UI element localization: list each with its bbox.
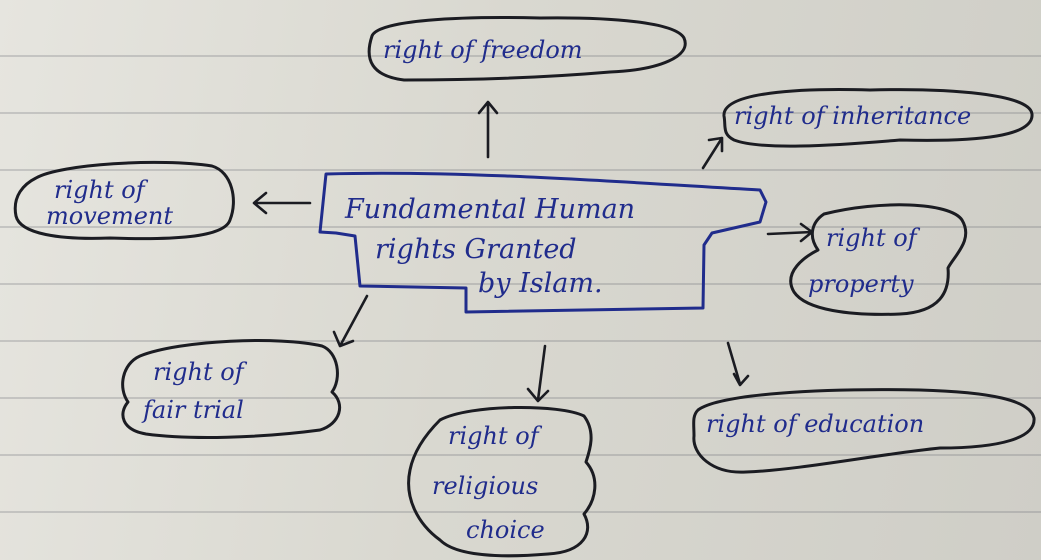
node-right-of-education-outline [692,388,1036,474]
arrow-to-fair-trial [332,294,369,348]
arrow-to-freedom [477,100,499,159]
node-right-of-movement-label-line-2: movement [46,202,173,230]
node-right-of-fair-trial: right of fair trial [121,339,342,439]
node-right-of-freedom: right of freedom [367,16,687,82]
node-right-of-movement: right of movement [13,160,235,241]
arrow-to-movement [252,191,312,215]
center-label-line-3: by Islam. [478,268,603,299]
node-right-of-movement-label-line-1: right of [54,176,149,204]
node-right-of-freedom-label: right of freedom [383,36,583,64]
node-right-of-education-label: right of education [706,410,924,438]
arrow-to-inheritance [701,136,724,170]
node-right-of-fair-trial-outline [121,339,342,439]
center-label-line-2: rights Granted [375,234,577,265]
node-right-of-inheritance-outline [722,88,1034,148]
arrow-to-property [766,222,814,243]
node-right-of-property-outline [789,203,968,316]
node-right-of-religious-choice: right of religious choice [407,405,597,558]
node-right-of-property-label-line-2: property [808,270,914,298]
node-right-of-education: right of education [692,388,1036,474]
node-right-of-inheritance: right of inheritance [722,88,1034,148]
node-right-of-religious-choice-outline [407,405,597,558]
arrow-to-education [726,341,750,387]
node-right-of-inheritance-label: right of inheritance [734,102,971,130]
node-right-of-religious-choice-label-line-1: right of [448,422,543,450]
node-right-of-religious-choice-label-line-2: religious [432,472,538,500]
node-right-of-freedom-outline [367,16,687,82]
node-right-of-fair-trial-label-line-1: right of [153,358,248,386]
center-node-outline [318,171,768,314]
center-node: Fundamental Human rights Granted by Isla… [318,171,768,314]
node-right-of-property-label-line-1: right of [826,224,921,252]
node-right-of-fair-trial-label-line-2: fair trial [141,396,244,424]
node-right-of-movement-outline [13,160,235,241]
node-right-of-property: right of property [789,203,968,316]
node-right-of-religious-choice-label-line-3: choice [466,516,545,544]
center-label-line-1: Fundamental Human [344,194,635,225]
arrow-to-religious-choice [526,344,550,403]
